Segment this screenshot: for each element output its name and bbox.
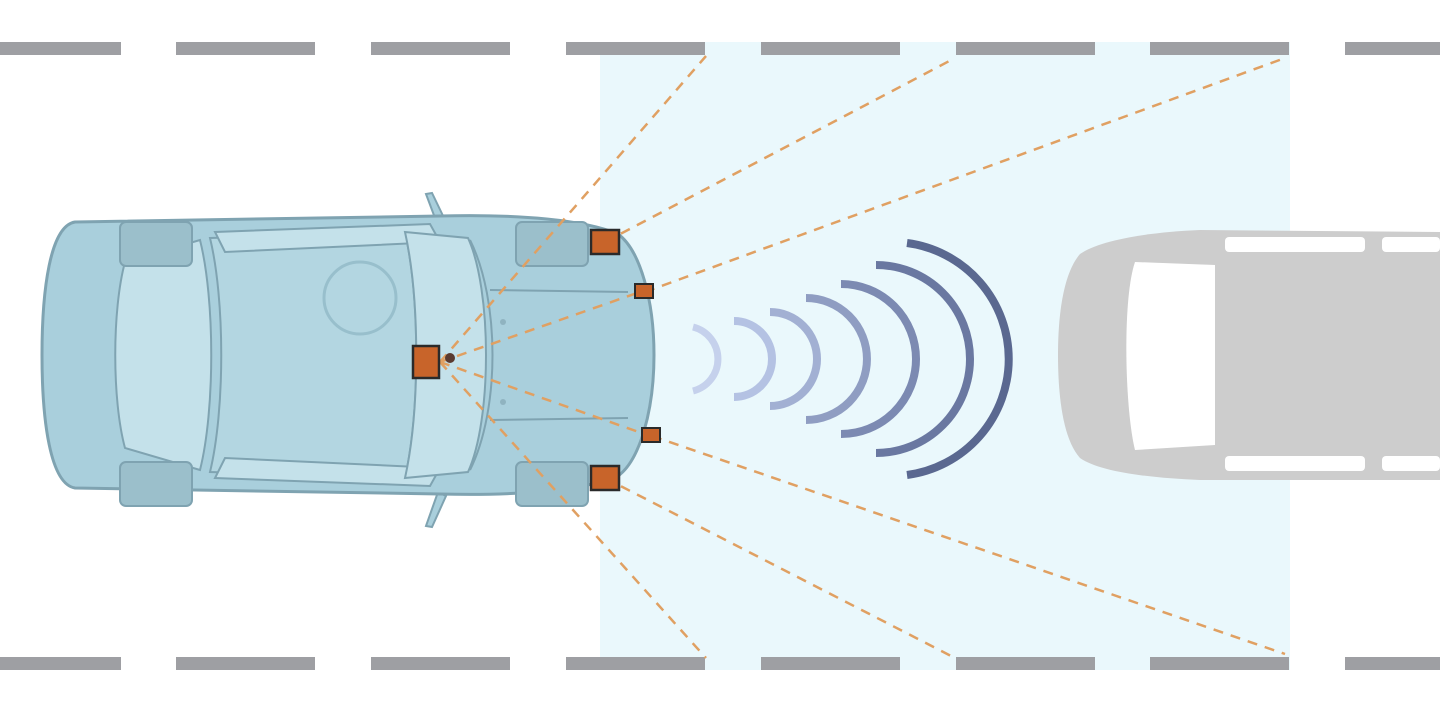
car-ahead-icon — [1058, 230, 1440, 480]
lane-marking-bottom — [0, 657, 1440, 670]
radar-sensor-icon-nose-lower — [641, 427, 661, 443]
radar-sensor-icon-front-right — [589, 464, 621, 492]
radar-sensor-icon-nose-upper — [634, 283, 654, 299]
radar-wave-icon — [691, 239, 1013, 479]
sensor-beams — [439, 55, 1286, 660]
lane-marking-top — [0, 42, 1440, 55]
radar-sensor-icon-center — [411, 344, 455, 380]
sedan-top-view-icon — [40, 191, 656, 529]
radar-sensor-icon-front-left — [589, 228, 621, 256]
